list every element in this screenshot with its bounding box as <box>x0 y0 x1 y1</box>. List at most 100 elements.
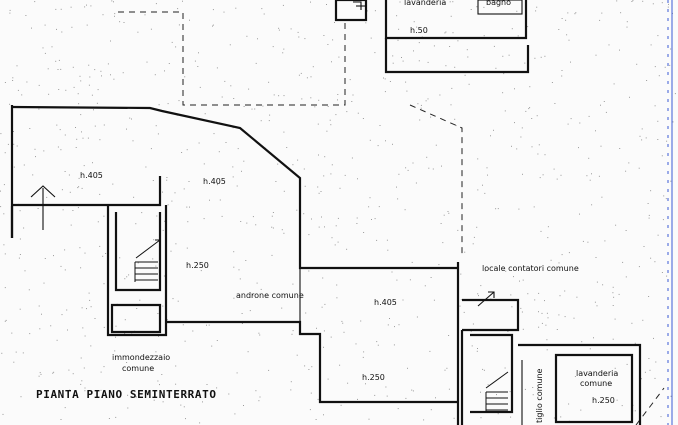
scan-speck <box>37 208 39 209</box>
scan-speck <box>252 294 254 296</box>
scan-speck <box>38 84 40 86</box>
scan-speck <box>385 140 386 142</box>
scan-speck <box>487 384 489 386</box>
scan-speck <box>654 66 656 68</box>
scan-speck <box>80 357 82 359</box>
scan-speck <box>626 26 628 28</box>
scan-speck <box>296 209 298 211</box>
scan-speck <box>496 394 497 396</box>
scan-speck <box>317 123 319 125</box>
scan-speck <box>175 365 177 367</box>
scan-speck <box>110 40 111 42</box>
scan-speck <box>136 396 137 398</box>
scan-speck <box>483 35 485 37</box>
scan-speck <box>575 12 577 14</box>
scan-speck <box>482 368 484 370</box>
scan-speck <box>490 135 491 137</box>
scan-speck <box>477 158 479 160</box>
scan-speck <box>157 380 159 382</box>
scan-speck <box>511 145 512 147</box>
scan-speck <box>565 19 567 21</box>
scan-speck <box>542 174 544 176</box>
left-hall-height: h.405 <box>80 171 103 180</box>
scan-speck <box>513 276 514 278</box>
scan-speck <box>7 143 9 145</box>
scan-speck <box>339 187 341 189</box>
scan-speck <box>544 154 546 156</box>
scan-speck <box>628 162 630 164</box>
scan-speck <box>243 405 244 406</box>
scan-speck <box>308 234 310 236</box>
scan-speck <box>561 70 563 71</box>
scan-speck <box>38 108 40 110</box>
scan-speck <box>558 29 560 30</box>
scan-speck <box>115 325 117 327</box>
scan-speck <box>416 26 418 28</box>
scan-speck <box>560 416 562 418</box>
scan-speck <box>233 266 235 268</box>
stair-right <box>485 371 509 412</box>
scan-speck <box>591 173 592 175</box>
scan-speck <box>161 374 163 375</box>
scan-speck <box>298 36 300 38</box>
scan-speck <box>658 75 660 77</box>
scan-speck <box>255 390 257 392</box>
scan-speck <box>448 388 450 390</box>
scan-speck <box>544 55 546 57</box>
scan-speck <box>257 38 258 40</box>
scan-speck <box>157 133 159 135</box>
scan-speck <box>60 8 62 10</box>
scan-speck <box>669 64 671 66</box>
scan-speck <box>478 295 479 297</box>
scan-speck <box>464 74 466 76</box>
scan-speck <box>482 184 483 186</box>
scan-speck <box>291 333 293 335</box>
scan-speck <box>384 91 386 93</box>
scan-speck <box>509 391 511 393</box>
scan-speck <box>309 409 311 411</box>
scan-speck <box>534 57 536 59</box>
scan-speck <box>424 285 426 287</box>
scan-speck <box>239 278 241 280</box>
scan-speck <box>654 261 656 263</box>
scan-speck <box>144 14 146 16</box>
scan-speck <box>212 24 214 26</box>
scan-speck <box>318 99 320 101</box>
scan-speck <box>554 103 556 104</box>
scan-speck <box>338 56 340 58</box>
scan-speck <box>457 229 459 231</box>
scan-speck <box>497 413 499 415</box>
scan-speck <box>175 46 177 48</box>
scan-speck <box>631 1 633 2</box>
scan-speck <box>317 398 319 400</box>
scan-speck <box>522 173 523 175</box>
scan-speck <box>661 155 663 157</box>
scan-speck <box>642 0 644 2</box>
scan-speck <box>315 419 317 420</box>
scan-speck <box>476 350 478 352</box>
scan-speck <box>43 282 45 284</box>
scan-speck <box>182 0 183 2</box>
scan-speck <box>402 60 404 62</box>
scan-speck <box>520 307 522 309</box>
scan-speck <box>221 215 223 217</box>
scan-speck <box>638 167 640 169</box>
scan-speck <box>524 388 526 390</box>
scan-speck <box>306 77 308 79</box>
scan-speck <box>278 95 280 97</box>
scan-speck <box>411 261 413 263</box>
scan-speck <box>545 324 547 326</box>
scan-speck <box>113 1 114 3</box>
scan-speck <box>405 397 407 399</box>
scan-speck <box>297 159 299 161</box>
scan-speck <box>182 324 184 326</box>
scan-speck <box>23 164 25 166</box>
scan-speck <box>438 264 440 266</box>
scan-speck <box>574 376 576 377</box>
scan-speck <box>119 257 121 259</box>
scan-speck <box>567 12 569 14</box>
scan-speck <box>55 60 57 62</box>
scan-speck <box>17 89 19 91</box>
scan-speck <box>213 133 215 135</box>
scan-speck <box>415 182 417 184</box>
